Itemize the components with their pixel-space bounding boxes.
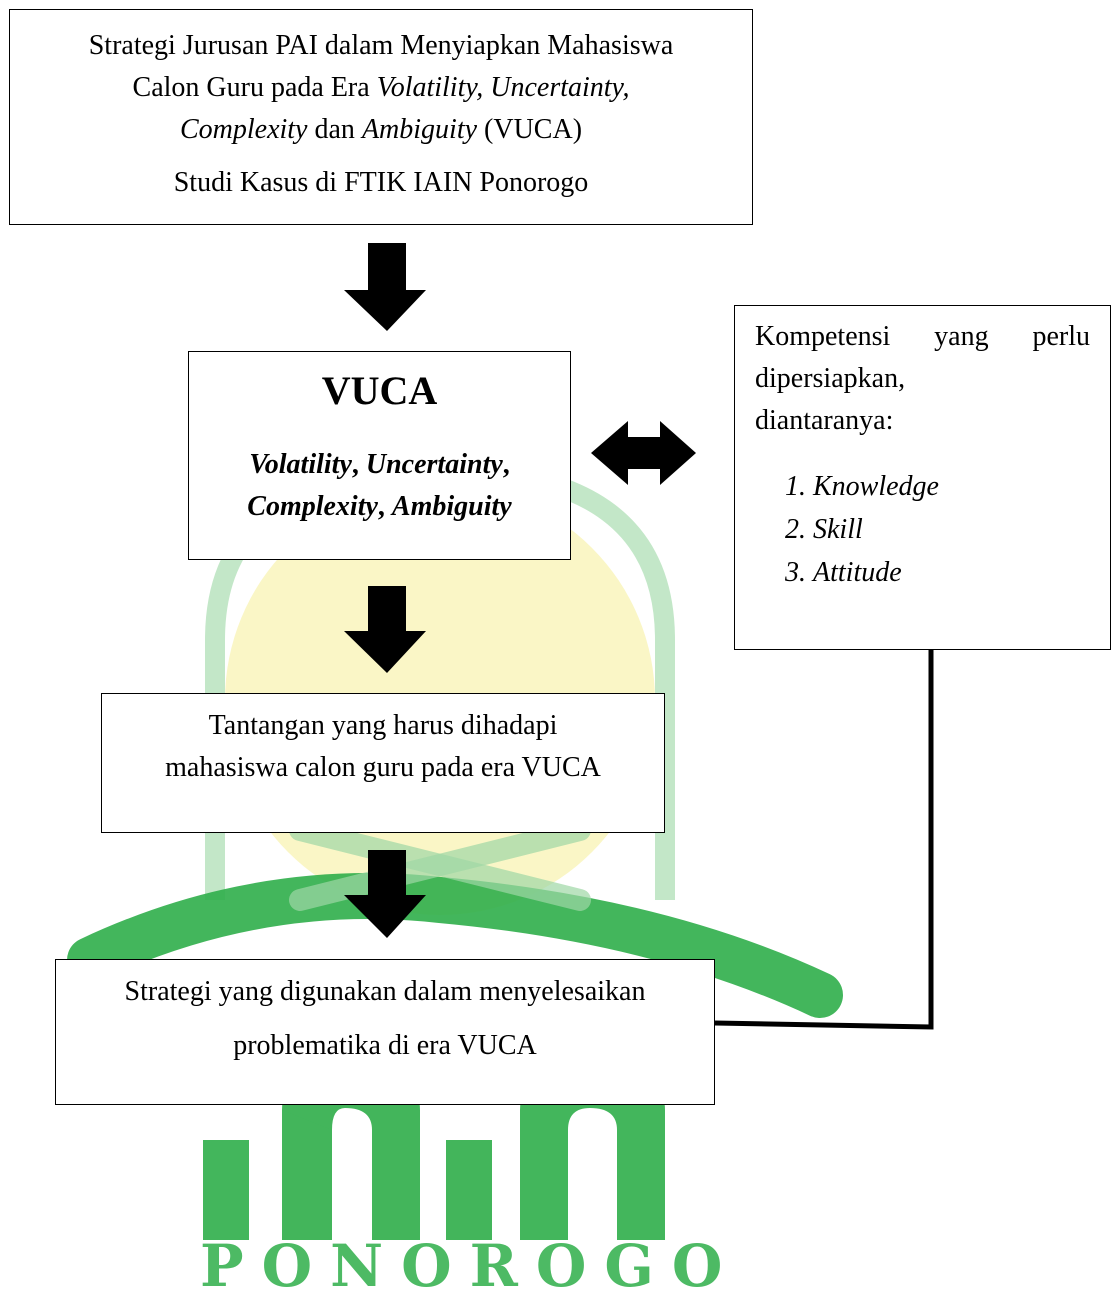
- watermark-ponorogo-text: PONOROGO: [200, 1232, 741, 1300]
- challenge-line-1: Tantangan yang harus dihadapi: [208, 710, 558, 741]
- vuca-box: VUCA Volatility, Uncertainty, Complexity…: [188, 351, 571, 560]
- strategy-box: Strategi yang digunakan dalam menyelesai…: [55, 959, 715, 1105]
- competence-item-knowledge: Knowledge: [813, 465, 1090, 508]
- title-line-2: Calon Guru pada Era Volatility, Uncertai…: [132, 72, 630, 103]
- competence-item-skill: Skill: [813, 508, 1090, 551]
- iain-logo-letters: [203, 1065, 665, 1240]
- case-study-subtitle: Studi Kasus di FTIK IAIN Ponorogo: [173, 167, 589, 198]
- vuca-term-ambiguity: Ambiguity: [391, 491, 512, 522]
- challenge-line-2: mahasiswa calon guru pada era VUCA: [165, 752, 601, 783]
- competence-list: Knowledge Skill Attitude: [755, 465, 1090, 594]
- competence-item-attitude: Attitude: [813, 551, 1090, 594]
- vuca-title: VUCA: [321, 368, 438, 413]
- vuca-term-volatility: Volatility: [249, 449, 352, 480]
- title-line-3: Complexity dan Ambiguity (VUCA): [179, 114, 583, 145]
- vuca-term-uncertainty: Uncertainty: [365, 449, 503, 480]
- vuca-terms: Volatility, Uncertainty, Complexity, Amb…: [247, 449, 512, 522]
- vuca-term-complexity: Complexity: [247, 491, 378, 522]
- competence-heading-line-3: diantaranya:: [755, 405, 894, 436]
- competence-heading-line-1: Kompetensi yang perlu: [755, 321, 1090, 352]
- title-line-1: Strategi Jurusan PAI dalam Menyiapkan Ma…: [88, 30, 674, 61]
- challenge-box: Tantangan yang harus dihadapi mahasiswa …: [101, 693, 665, 833]
- title-box: Strategi Jurusan PAI dalam Menyiapkan Ma…: [9, 9, 753, 225]
- strategy-line-2: problematika di era VUCA: [233, 1030, 537, 1061]
- competence-heading-line-2: dipersiapkan,: [755, 363, 906, 394]
- competence-box: Kompetensi yang perlu dipersiapkan, dian…: [734, 305, 1111, 650]
- strategy-line-1: Strategi yang digunakan dalam menyelesai…: [124, 976, 646, 1007]
